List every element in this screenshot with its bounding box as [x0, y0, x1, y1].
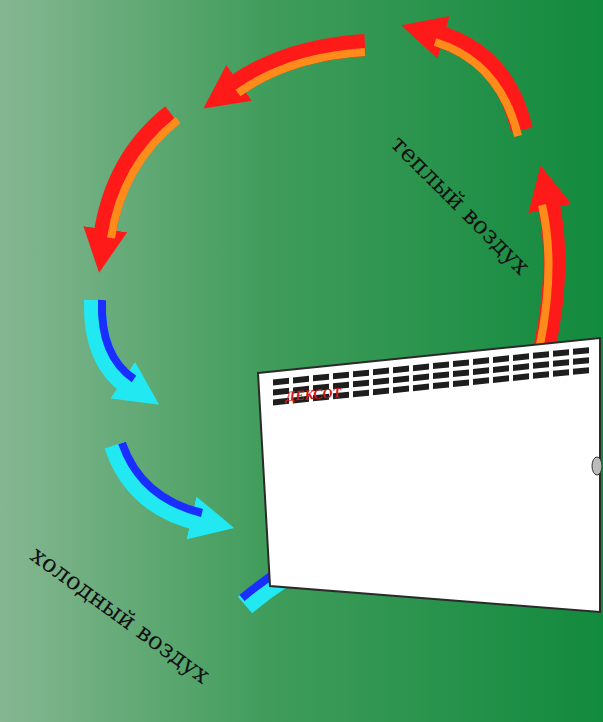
- convector-heater: ДЕКСОТ: [255, 333, 603, 615]
- grille-slot: [353, 370, 369, 378]
- grille-slot: [513, 363, 529, 371]
- grille-slot: [473, 377, 489, 385]
- grille-slot: [573, 367, 589, 375]
- grille-slot: [413, 374, 429, 382]
- grille-slot: [393, 376, 409, 384]
- grille-slot: [433, 371, 449, 379]
- grille-slot: [513, 373, 529, 381]
- heater-outline: [255, 333, 603, 615]
- grille-slot: [493, 375, 509, 383]
- grille-slot: [553, 359, 569, 367]
- grille-slot: [313, 374, 329, 382]
- grille-slot: [373, 368, 389, 376]
- grille-slot: [453, 369, 469, 377]
- grille-slot: [453, 379, 469, 387]
- grille-slot: [373, 388, 389, 396]
- grille-slot: [453, 359, 469, 367]
- grille-slot: [533, 351, 549, 359]
- grille-slot: [533, 371, 549, 379]
- grille-slot: [493, 365, 509, 373]
- grille-slot: [373, 378, 389, 386]
- heater-body: [258, 338, 600, 612]
- grille-slot: [433, 361, 449, 369]
- grille-slot: [473, 367, 489, 375]
- grille-slot: [573, 347, 589, 355]
- grille-slot: [413, 384, 429, 392]
- grille-slot: [333, 372, 349, 380]
- grille-slot: [473, 357, 489, 365]
- grille-slot: [393, 366, 409, 374]
- warm-air-arrows: [104, 35, 554, 345]
- grille-slot: [413, 364, 429, 372]
- grille-slot: [553, 369, 569, 377]
- grille-slot: [533, 361, 549, 369]
- grille-slot: [433, 381, 449, 389]
- grille-slot: [513, 353, 529, 361]
- grille-slot: [293, 376, 309, 384]
- grille-slot: [493, 355, 509, 363]
- control-knob: [592, 457, 602, 475]
- grille-slot: [553, 349, 569, 357]
- heater-grille: [273, 347, 589, 405]
- grille-slot: [353, 380, 369, 388]
- grille-slot: [353, 390, 369, 398]
- grille-slot: [393, 386, 409, 394]
- grille-slot: [573, 357, 589, 365]
- grille-slot: [273, 378, 289, 386]
